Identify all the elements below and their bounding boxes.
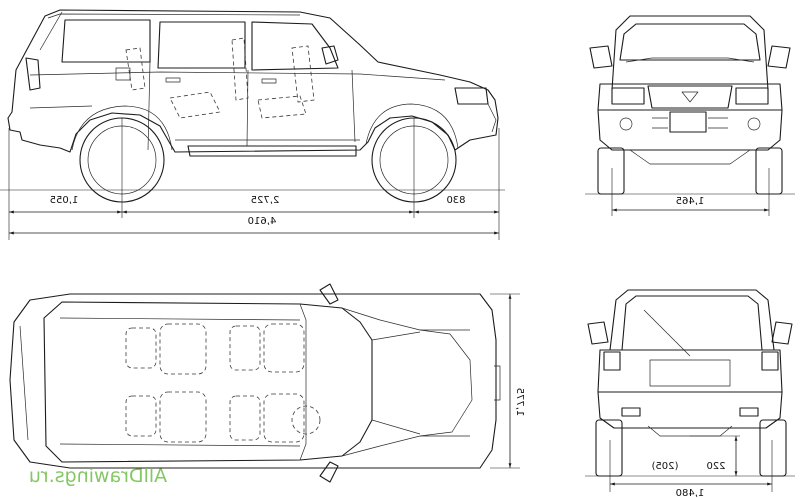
top-view [9,283,520,483]
front-view [585,15,795,216]
overall-length-label: 4,610 [248,216,277,227]
watermark-text: AllDrawings.ru [29,465,167,487]
front-overhang-label: 830 [446,195,465,206]
ground-clearance-alt-label: (205) [651,461,678,472]
rear-overhang-label: 1,055 [50,195,79,206]
rear-track-label: 1,480 [676,488,705,498]
front-track-label: 1,465 [676,196,705,207]
rear-view [585,289,795,492]
side-view [0,9,505,240]
ground-clearance-label: 220 [706,461,725,472]
height-label: 1,775 [514,388,525,417]
wheelbase-label: 2,725 [251,195,280,206]
